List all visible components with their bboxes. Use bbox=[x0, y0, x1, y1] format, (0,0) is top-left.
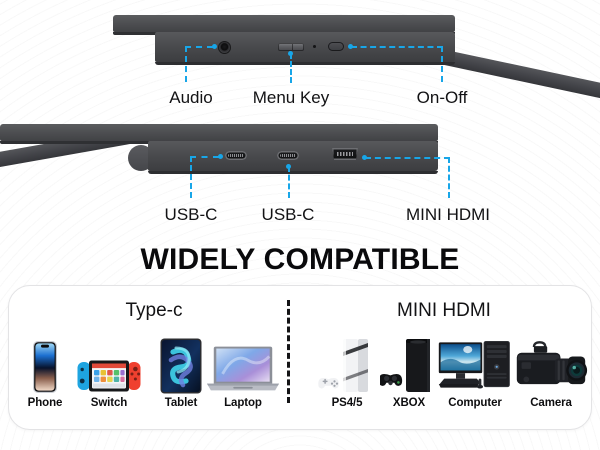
callout-line-audio-h bbox=[185, 46, 213, 48]
mini-hdmi-port-icon bbox=[332, 148, 358, 160]
device-label-switch: Switch bbox=[90, 397, 128, 409]
callout-label-mini-hdmi: MINI HDMI bbox=[405, 205, 491, 224]
callout-line-mini-hdmi-h bbox=[365, 157, 450, 159]
callout-anchor-mini-hdmi bbox=[362, 155, 367, 160]
game-console-handheld-icon bbox=[71, 332, 147, 394]
callout-line-usbc-1-v bbox=[190, 156, 192, 198]
menu-key-icon bbox=[278, 43, 304, 51]
compatibility-card: Type-c MINI HDMI bbox=[8, 285, 592, 430]
device-item-computer[interactable]: Computer bbox=[437, 332, 513, 409]
device-item-phone[interactable]: Phone bbox=[7, 332, 83, 409]
callout-anchor-audio bbox=[212, 44, 217, 49]
callout-label-audio: Audio bbox=[169, 88, 213, 107]
callout-line-mini-hdmi-v bbox=[448, 157, 450, 198]
smartphone-icon bbox=[7, 332, 83, 394]
page-title: WIDELY COMPATIBLE bbox=[140, 243, 460, 276]
callout-label-usbc-2: USB-C bbox=[261, 205, 315, 224]
callout-line-audio-v bbox=[185, 46, 187, 82]
device-item-switch[interactable]: Switch bbox=[71, 332, 147, 409]
laptop-icon bbox=[205, 332, 281, 394]
callout-line-menu-key-v bbox=[290, 53, 292, 83]
device-item-xbox[interactable]: XBOX bbox=[371, 332, 447, 409]
callout-anchor-menu-key bbox=[288, 51, 293, 56]
callout-line-on-off-h bbox=[351, 46, 443, 48]
playstation-console-icon bbox=[309, 332, 385, 394]
callout-line-on-off-v bbox=[441, 46, 443, 82]
device-label-camera: Camera bbox=[530, 397, 572, 409]
group-title-mini-hdmi: MINI HDMI bbox=[397, 300, 491, 321]
callout-label-usbc-1: USB-C bbox=[164, 205, 218, 224]
device-label-laptop: Laptop bbox=[224, 397, 262, 409]
power-button-icon bbox=[328, 42, 344, 51]
card-divider bbox=[287, 300, 290, 403]
device-item-laptop[interactable]: Laptop bbox=[205, 332, 281, 409]
callout-anchor-on-off bbox=[348, 44, 353, 49]
xbox-console-icon bbox=[371, 332, 447, 394]
dslr-camera-icon bbox=[513, 332, 589, 394]
device-item-tablet[interactable]: Tablet bbox=[143, 332, 219, 409]
device-item-ps45[interactable]: PS4/5 bbox=[309, 332, 385, 409]
desktop-computer-icon bbox=[437, 332, 513, 394]
device-label-phone: Phone bbox=[27, 397, 63, 409]
usb-c-port-icon-2 bbox=[277, 151, 299, 160]
monitor-lid-bottom bbox=[0, 124, 438, 144]
device-label-ps45: PS4/5 bbox=[331, 397, 363, 409]
device-label-computer: Computer bbox=[448, 397, 502, 409]
monitor-lid-top bbox=[113, 15, 455, 35]
device-label-tablet: Tablet bbox=[164, 397, 198, 409]
audio-jack-icon bbox=[218, 41, 231, 54]
callout-anchor-usbc-2 bbox=[286, 164, 291, 169]
callout-anchor-usbc-1 bbox=[218, 154, 223, 159]
led-indicator-icon bbox=[313, 45, 316, 48]
device-label-xbox: XBOX bbox=[392, 397, 426, 409]
tablet-icon bbox=[143, 332, 219, 394]
group-title-type-c: Type-c bbox=[125, 300, 183, 321]
callout-label-menu-key: Menu Key bbox=[252, 88, 330, 107]
device-item-camera[interactable]: Camera bbox=[513, 332, 589, 409]
callout-line-usbc-2-v bbox=[288, 166, 290, 198]
callout-label-on-off: On-Off bbox=[416, 88, 468, 107]
usb-c-port-icon-1 bbox=[225, 151, 247, 160]
callout-line-usbc-1-h bbox=[190, 156, 219, 158]
